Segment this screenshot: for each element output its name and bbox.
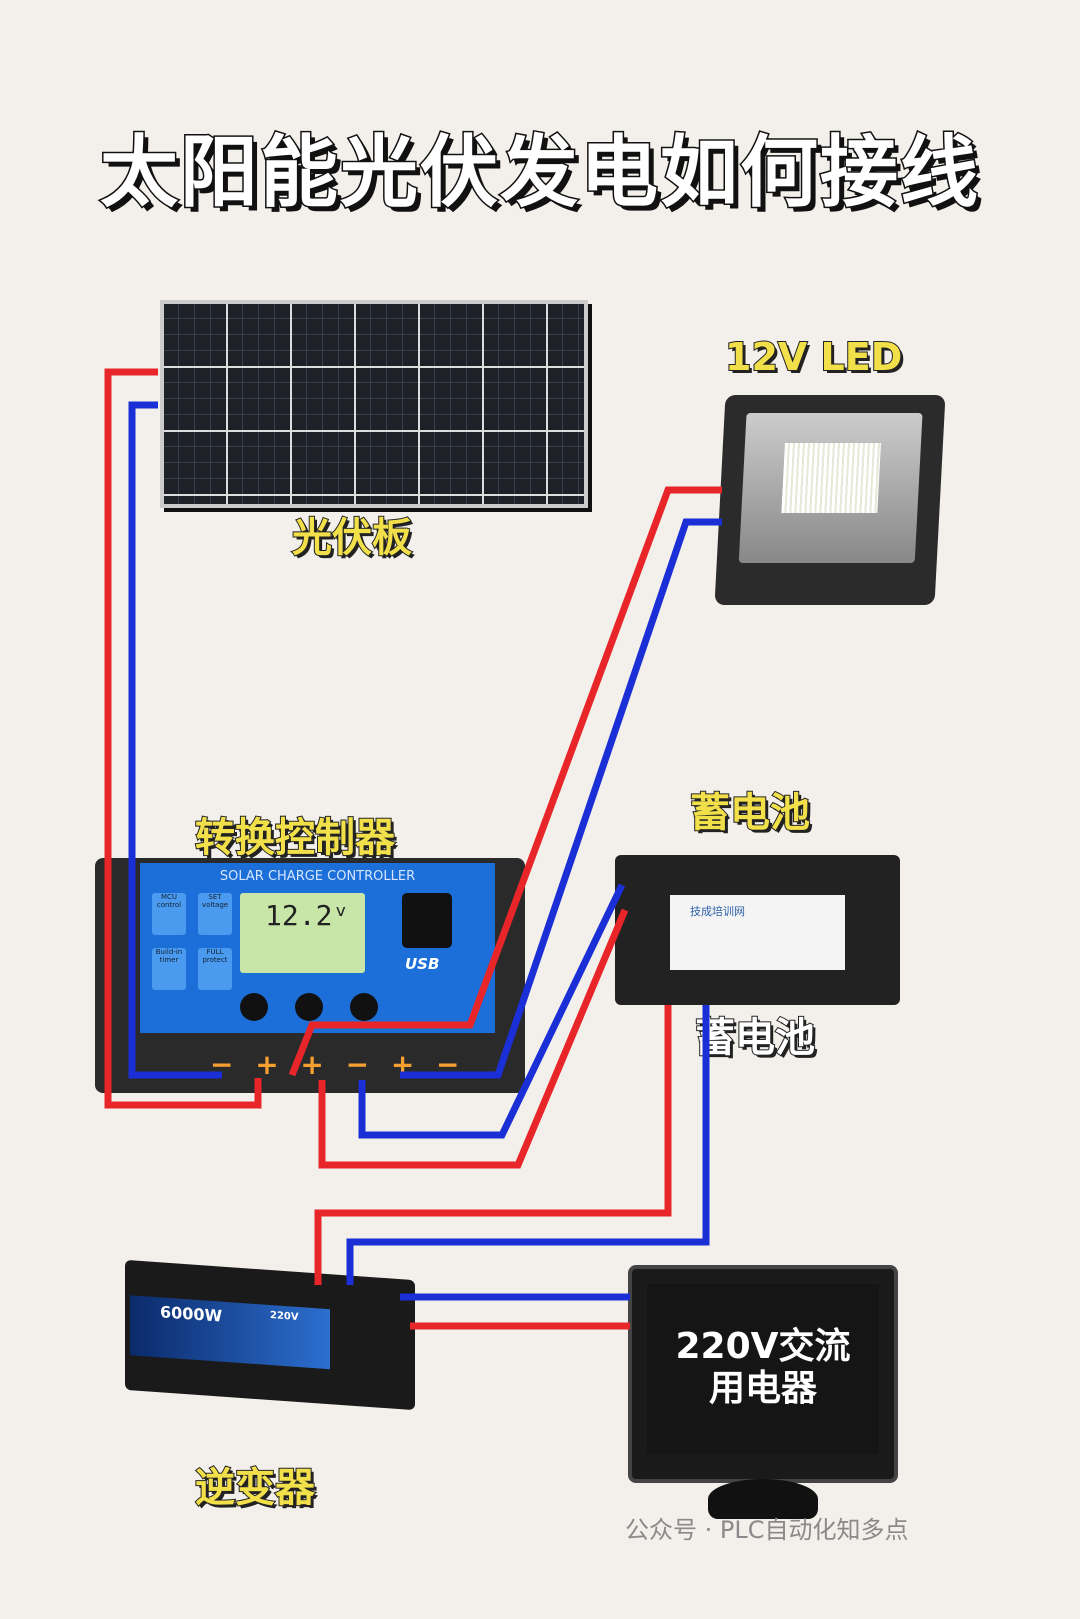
up-button[interactable] <box>295 993 323 1021</box>
appliance-line1: 220V交流 <box>675 1326 851 1367</box>
gear-icon: SET voltage <box>198 893 232 935</box>
controller-label: 转换控制器 <box>194 814 396 862</box>
mcu-icon: MCU control <box>152 893 186 935</box>
usb-port <box>402 893 452 948</box>
lcd-display: 12.2ᵛ <box>240 893 365 973</box>
led-negative-wire <box>400 518 722 1079</box>
lock-icon: FULL protect <box>198 948 232 990</box>
battery-negative-wire <box>358 883 626 1139</box>
watermark: 公众号 · PLC自动化知多点 <box>625 1516 909 1544</box>
inverter-positive-wire <box>314 1005 672 1285</box>
panel-negative-wire <box>128 401 222 1079</box>
panel-positive-wire <box>104 368 262 1109</box>
solar-panel <box>160 300 588 508</box>
led-label: 12V LED <box>724 334 903 380</box>
battery-label-top: 蓄电池 <box>689 789 811 837</box>
monitor-stand <box>708 1479 818 1519</box>
page-title: 太阳能光伏发电如何接线 <box>98 127 980 220</box>
battery-brand: 技成培训网 <box>690 905 745 918</box>
down-button[interactable] <box>350 993 378 1021</box>
ac-appliance-monitor: 220V交流用电器 <box>628 1265 898 1483</box>
led-positive-wire <box>288 486 722 1077</box>
battery-positive-wire <box>318 908 629 1169</box>
inverter-label: 逆变器 <box>194 1464 316 1512</box>
solar-panel-label: 光伏板 <box>291 514 413 562</box>
appliance-line2: 用电器 <box>708 1368 817 1409</box>
usb-label: USB <box>405 955 440 973</box>
clock-icon: Build-in timer <box>152 948 186 990</box>
inverter-negative-wire <box>346 1005 710 1285</box>
charge-controller: SOLAR CHARGE CONTROLLER MCU control SET … <box>95 858 525 1093</box>
menu-button[interactable] <box>240 993 268 1021</box>
battery-label-bottom: 蓄电池 <box>694 1014 816 1062</box>
voltage-readout: 12.2ᵛ <box>265 899 350 932</box>
controller-name: SOLAR CHARGE CONTROLLER <box>219 869 416 884</box>
battery: 技成培训网 <box>615 855 900 1005</box>
